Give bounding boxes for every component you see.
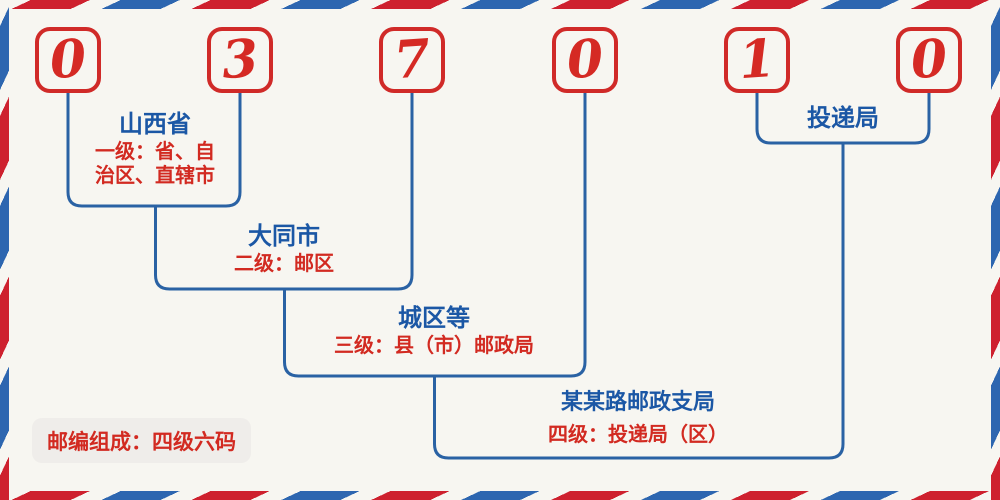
composition-badge: 邮编组成：四级六码 [32,418,251,463]
composition-badge-label: 邮编组成：四级六码 [47,430,236,454]
postal-digit-2: 3 [219,27,261,92]
postal-digit-box-1: 0 [35,27,101,93]
postal-digit-box-2: 3 [207,27,273,93]
level2-title: 大同市 [248,223,320,250]
airmail-border-left-stripe [0,0,9,500]
level2-label: 大同市 二级：邮区 [184,222,384,276]
airmail-border-right-stripe [991,0,1000,500]
level3-label: 城区等 三级：县（市）邮政局 [294,304,574,358]
level5-bracket-line [755,93,931,145]
postal-digit-box-6: 0 [896,27,962,93]
level4-bracket-line [433,143,845,460]
level1-desc-line2: 治区、直辖市 [95,165,215,187]
airmail-border-top-stripe [0,0,1000,9]
postal-digit-5: 1 [736,27,778,92]
level4-label: 某某路邮政支局 四级：投递局（区） [498,389,778,447]
level5-label: 投递局 [743,104,943,134]
level4-desc: 四级：投递局（区） [548,424,728,446]
level5-title: 投递局 [807,105,879,132]
postal-digit-box-3: 7 [379,27,445,93]
level3-desc: 三级：县（市）邮政局 [334,335,534,357]
postal-digit-box-5: 1 [724,27,790,93]
airmail-border-bottom-stripe [0,491,1000,500]
postal-digit-3: 7 [391,27,433,92]
level2-desc: 二级：邮区 [234,253,334,275]
level1-title: 山西省 [119,111,191,138]
level4-title: 某某路邮政支局 [560,389,715,414]
postal-digit-box-4: 0 [552,27,618,93]
postal-digit-6: 0 [908,27,950,92]
postal-digit-1: 0 [47,27,89,92]
level1-label: 山西省 一级：省、自 治区、直辖市 [55,110,255,188]
level3-title: 城区等 [398,305,470,332]
level1-desc-line1: 一级：省、自 [95,141,215,163]
postal-digit-4: 0 [564,27,606,92]
